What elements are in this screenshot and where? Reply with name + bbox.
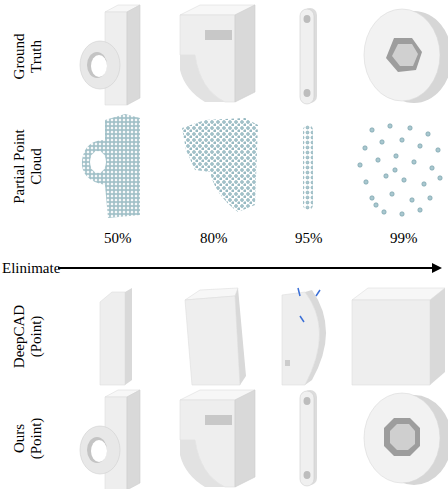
row-label: DeepCAD (Point)	[11, 297, 44, 377]
percent-label: 80%	[200, 230, 228, 247]
row-label: Ours (Point)	[11, 409, 44, 469]
axis-label: Elinimate	[2, 260, 60, 277]
percent-label: 99%	[390, 230, 418, 247]
row-label: Ground Truth	[11, 27, 44, 87]
row-label: Partial Point Cloud	[11, 122, 44, 212]
percent-label: 50%	[104, 230, 132, 247]
percent-label: 95%	[295, 230, 323, 247]
